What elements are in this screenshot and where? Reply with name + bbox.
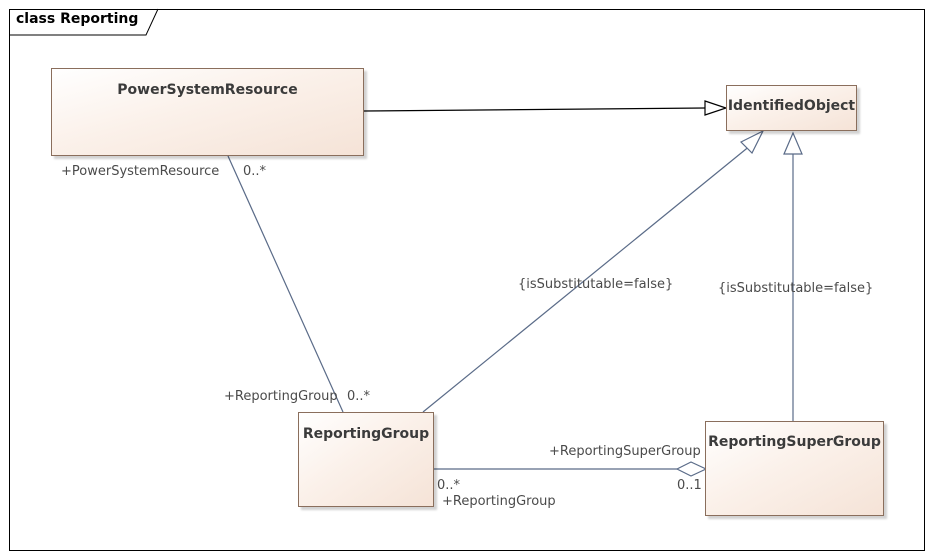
generalization-arrowhead-reportinggroup <box>739 129 765 155</box>
association-psr-reportinggroup <box>227 155 344 413</box>
role-label-power-system-resource: +PowerSystemResource <box>61 164 220 179</box>
generalization-psr-to-identified <box>363 107 706 112</box>
generalization-reportinggroup-to-identified <box>422 144 752 413</box>
class-name: ReportingGroup <box>302 426 430 442</box>
role-label-reporting-group-bottom: +ReportingGroup <box>442 494 556 509</box>
diagram-frame <box>9 9 925 551</box>
class-name: PowerSystemResource <box>117 82 298 98</box>
constraint-reporting-group: {isSubstitutable=false} <box>518 277 674 292</box>
class-power-system-resource[interactable]: PowerSystemResource <box>51 68 364 156</box>
generalization-arrowhead-psr <box>704 100 728 116</box>
multiplicity-reporting-group-top: 0..* <box>347 389 371 404</box>
multiplicity-reporting-group-bottom: 0..* <box>437 478 461 493</box>
constraint-reporting-super-group: {isSubstitutable=false} <box>718 281 874 296</box>
role-label-reporting-super-group: +ReportingSuperGroup <box>549 444 701 459</box>
frame-title: class Reporting <box>16 11 139 27</box>
class-name: ReportingSuperGroup <box>708 434 881 450</box>
multiplicity-power-system-resource: 0..* <box>243 164 267 179</box>
class-identified-object[interactable]: IdentifiedObject <box>726 85 857 131</box>
aggregation-diamond <box>675 461 708 477</box>
class-reporting-group[interactable]: ReportingGroup <box>298 412 434 507</box>
role-label-reporting-group-top: +ReportingGroup <box>224 389 338 404</box>
multiplicity-reporting-super-group: 0..1 <box>677 478 702 493</box>
generalization-arrowhead-reportingsupergroup <box>783 131 803 155</box>
class-name: IdentifiedObject <box>727 98 856 114</box>
class-reporting-super-group[interactable]: ReportingSuperGroup <box>705 421 884 516</box>
